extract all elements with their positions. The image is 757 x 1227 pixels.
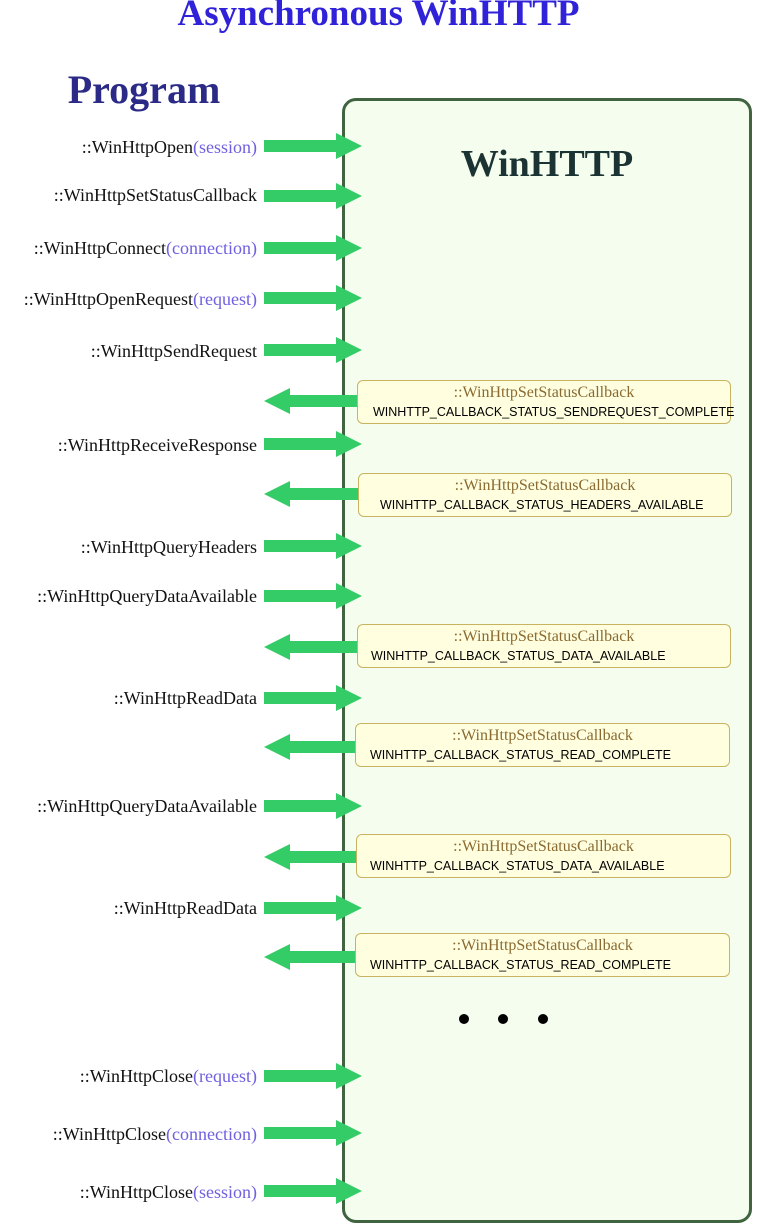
call-param: (session) [193, 1182, 257, 1202]
arrow-right-icon [264, 1063, 362, 1089]
arrow-left-icon [264, 734, 362, 760]
callback-box: ::WinHttpSetStatusCallback WINHTTP_CALLB… [358, 473, 732, 517]
call-function: ::WinHttpReadData [113, 688, 257, 708]
arrow-right-icon [264, 337, 362, 363]
arrow-right-icon [264, 285, 362, 311]
callback-status: WINHTTP_CALLBACK_STATUS_HEADERS_AVAILABL… [380, 498, 704, 512]
ellipsis-dot [538, 1014, 548, 1024]
arrow-left-icon [264, 634, 362, 660]
call-function: ::WinHttpQueryDataAvailable [37, 586, 257, 606]
call-label: ::WinHttpQueryHeaders [81, 536, 257, 558]
callback-box: ::WinHttpSetStatusCallback WINHTTP_CALLB… [355, 933, 730, 977]
call-label: ::WinHttpReadData [114, 687, 257, 709]
callback-function: ::WinHttpSetStatusCallback [452, 727, 633, 744]
call-function: ::WinHttpOpen [81, 137, 193, 157]
callback-box: ::WinHttpSetStatusCallback WINHTTP_CALLB… [357, 624, 731, 668]
call-label: ::WinHttpClose(connection) [53, 1123, 257, 1145]
callback-function: ::WinHttpSetStatusCallback [453, 384, 635, 401]
callback-status: WINHTTP_CALLBACK_STATUS_DATA_AVAILABLE [370, 859, 665, 873]
call-function: ::WinHttpClose [52, 1124, 167, 1144]
arrow-right-icon [264, 685, 362, 711]
call-param: (request) [193, 289, 257, 309]
callback-box: ::WinHttpSetStatusCallback WINHTTP_CALLB… [356, 834, 731, 878]
arrow-right-icon [264, 583, 362, 609]
call-param: (request) [193, 1066, 257, 1086]
call-label: ::WinHttpOpen(session) [82, 136, 257, 158]
call-function: ::WinHttpConnect [33, 238, 167, 258]
arrow-left-icon [264, 481, 362, 507]
arrow-right-icon [264, 1120, 362, 1146]
callback-function: ::WinHttpSetStatusCallback [454, 477, 636, 494]
call-label: ::WinHttpQueryDataAvailable [37, 795, 257, 817]
call-label: ::WinHttpSendRequest [91, 340, 257, 362]
call-label: ::WinHttpOpenRequest(request) [24, 288, 257, 310]
arrow-right-icon [264, 133, 362, 159]
callback-box: ::WinHttpSetStatusCallback WINHTTP_CALLB… [355, 723, 730, 767]
program-label: Program [67, 67, 221, 112]
call-label: ::WinHttpReceiveResponse [58, 434, 257, 456]
arrow-right-icon [264, 235, 362, 261]
callback-function: ::WinHttpSetStatusCallback [453, 838, 634, 855]
callback-status: WINHTTP_CALLBACK_STATUS_READ_COMPLETE [370, 958, 671, 972]
call-label: ::WinHttpClose(session) [80, 1181, 257, 1203]
callback-status: WINHTTP_CALLBACK_STATUS_SENDREQUEST_COMP… [373, 405, 735, 419]
call-label: ::WinHttpReadData [114, 897, 257, 919]
call-label: ::WinHttpConnect(connection) [34, 237, 257, 259]
arrow-left-icon [264, 388, 362, 414]
callback-box: ::WinHttpSetStatusCallback WINHTTP_CALLB… [357, 380, 735, 424]
call-param: (connection) [166, 1124, 257, 1144]
arrow-right-icon [264, 1178, 362, 1204]
callback-status: WINHTTP_CALLBACK_STATUS_DATA_AVAILABLE [371, 649, 666, 663]
call-param: (connection) [166, 238, 257, 258]
callback-status: WINHTTP_CALLBACK_STATUS_READ_COMPLETE [370, 748, 671, 762]
call-function: ::WinHttpClose [79, 1066, 194, 1086]
call-label: ::WinHttpClose(request) [80, 1065, 257, 1087]
call-function: ::WinHttpSendRequest [90, 341, 257, 361]
ellipsis [446, 1010, 558, 1030]
call-label: ::WinHttpQueryDataAvailable [37, 585, 257, 607]
ellipsis-dot [459, 1014, 469, 1024]
call-function: ::WinHttpOpenRequest [23, 289, 194, 309]
arrow-right-icon [264, 431, 362, 457]
callback-function: ::WinHttpSetStatusCallback [452, 937, 633, 954]
winhttp-label: WinHTTP [460, 143, 634, 185]
arrow-right-icon [264, 895, 362, 921]
arrow-left-icon [264, 944, 362, 970]
call-function: ::WinHttpQueryHeaders [80, 537, 257, 557]
ellipsis-dot [498, 1014, 508, 1024]
call-function: ::WinHttpQueryDataAvailable [37, 796, 257, 816]
arrow-right-icon [264, 183, 362, 209]
call-param: (session) [193, 137, 257, 157]
arrow-right-icon [264, 793, 362, 819]
call-function: ::WinHttpSetStatusCallback [53, 185, 257, 205]
arrow-right-icon [264, 533, 362, 559]
arrow-left-icon [264, 844, 362, 870]
call-label: ::WinHttpSetStatusCallback [54, 184, 257, 206]
call-function: ::WinHttpReadData [113, 898, 257, 918]
call-function: ::WinHttpClose [79, 1182, 193, 1202]
call-function: ::WinHttpReceiveResponse [57, 435, 257, 455]
diagram-title: Asynchronous WinHTTP [177, 0, 580, 34]
callback-function: ::WinHttpSetStatusCallback [453, 628, 635, 645]
